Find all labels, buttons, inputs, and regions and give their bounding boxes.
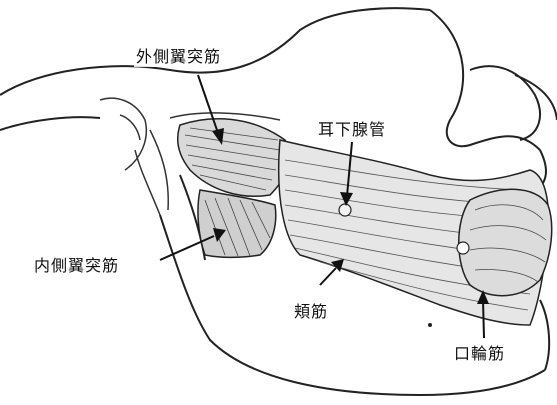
label-orbicularis-oris: 口輪筋: [452, 340, 507, 364]
label-buccinator: 頬筋: [292, 298, 330, 322]
label-medial-pterygoid: 内側翼突筋: [32, 252, 121, 276]
label-parotid-duct: 耳下腺管: [316, 116, 388, 140]
orbicularis-oris-muscle: [457, 189, 552, 295]
mandible-foramen-dot: [428, 323, 432, 327]
parotid-duct: [339, 204, 351, 216]
label-lateral-pterygoid: 外側翼突筋: [134, 43, 223, 67]
lateral-pterygoid-muscle: [178, 119, 289, 197]
medial-pterygoid-muscle: [198, 190, 276, 257]
